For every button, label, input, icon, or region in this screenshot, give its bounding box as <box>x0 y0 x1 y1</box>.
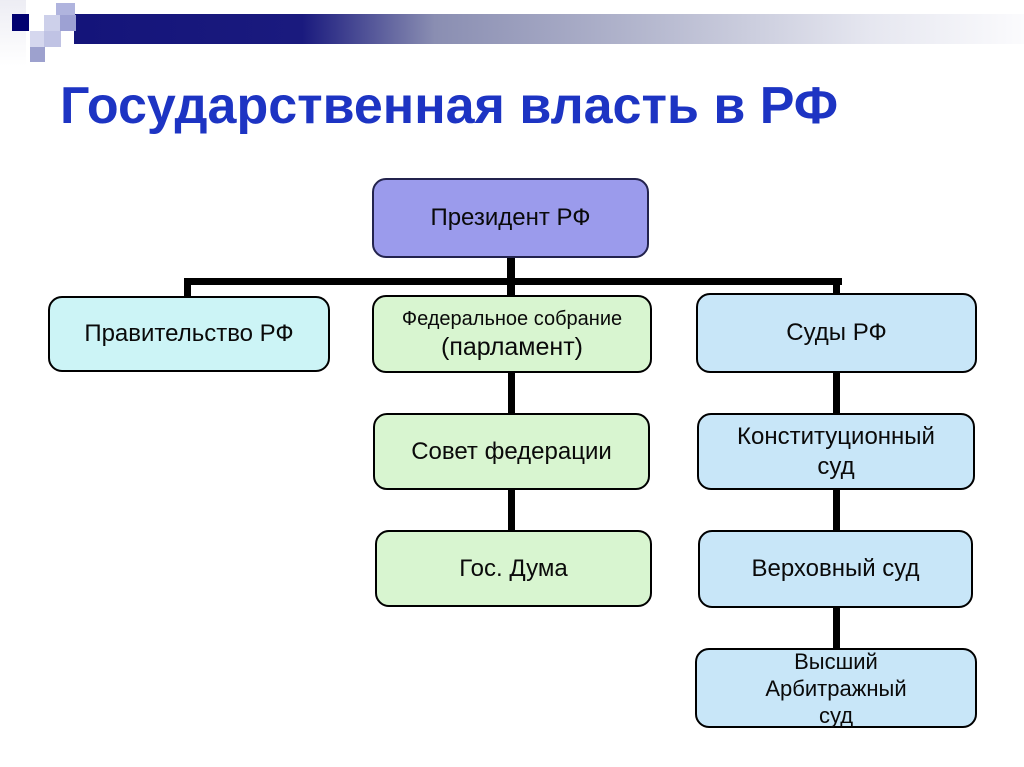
node-constitutional-court: Конституционный суд <box>697 413 975 490</box>
node-state-duma-label: Гос. Дума <box>459 554 568 582</box>
corner-square-7 <box>30 47 45 62</box>
node-arbitration-court-label: Высший Арбитражный суд <box>765 648 907 728</box>
corner-square-5 <box>30 31 45 47</box>
corner-gradient-band <box>0 0 26 66</box>
node-federation-council-label: Совет федерации <box>411 437 612 465</box>
connector-drop-government <box>184 278 191 298</box>
connector-council-duma <box>508 489 515 532</box>
connector-courts-constitutional <box>833 372 840 415</box>
connector-supreme-arbitration <box>833 607 840 650</box>
page-title: Государственная власть в РФ <box>60 77 839 135</box>
node-arbitration-court: Высший Арбитражный суд <box>695 648 977 728</box>
connector-drop-courts <box>833 278 840 295</box>
node-government: Правительство РФ <box>48 296 330 372</box>
node-president: Президент РФ <box>372 178 649 258</box>
connector-horizontal-bar <box>184 278 842 285</box>
node-federation-council: Совет федерации <box>373 413 650 490</box>
connector-president-down <box>507 257 515 297</box>
node-federal-assembly: Федеральное собрание (парламент) <box>372 295 652 373</box>
node-constitutional-court-label: Конституционный суд <box>737 422 935 480</box>
corner-square-2 <box>12 14 29 31</box>
header-gradient-bar <box>74 14 1024 44</box>
connector-assembly-council <box>508 372 515 415</box>
corner-square-3 <box>44 15 60 31</box>
node-state-duma: Гос. Дума <box>375 530 652 607</box>
node-government-label: Правительство РФ <box>84 320 294 347</box>
node-supreme-court: Верховный суд <box>698 530 973 608</box>
node-supreme-court-label: Верховный суд <box>751 555 920 582</box>
node-president-label: Президент РФ <box>430 204 591 231</box>
connector-constitutional-supreme <box>833 489 840 532</box>
corner-square-6 <box>44 31 61 47</box>
node-federal-assembly-label-top: Федеральное собрание <box>401 308 623 330</box>
node-courts-label: Суды РФ <box>786 319 887 346</box>
node-federal-assembly-label-bottom: (парламент) <box>441 333 583 361</box>
node-courts: Суды РФ <box>696 293 977 373</box>
corner-square-4 <box>60 15 76 31</box>
